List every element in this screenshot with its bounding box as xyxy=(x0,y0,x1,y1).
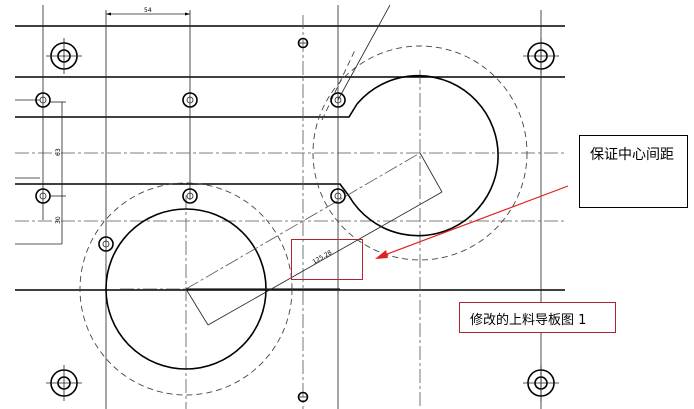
vertical-lines xyxy=(42,5,542,409)
hole-large-bl xyxy=(46,365,82,401)
dim-text-54: 54 xyxy=(144,7,152,14)
dimension-54: 54 xyxy=(106,7,190,16)
red-arrow xyxy=(375,185,569,259)
callout-note-box: 保证中心间距 xyxy=(579,135,688,208)
dim-text-63: 63 xyxy=(55,148,62,156)
center-distance-dim xyxy=(185,4,443,326)
dimension-vertical-left: 63 30 xyxy=(50,101,66,244)
caption-box: 修改的上料导板图 1 xyxy=(459,302,616,333)
hole-large-br xyxy=(523,365,559,401)
hole-large-tl xyxy=(46,38,82,74)
caption-text: 修改的上料导板图 1 xyxy=(470,313,587,328)
mounting-holes-large xyxy=(46,38,559,401)
large-circles xyxy=(79,45,528,396)
screw-holes xyxy=(35,37,346,403)
dimension-highlight-box xyxy=(291,239,363,280)
callout-note-text: 保证中心间距 xyxy=(590,147,674,163)
hole-large-tr xyxy=(523,38,559,74)
dim-text-30: 30 xyxy=(55,216,62,224)
